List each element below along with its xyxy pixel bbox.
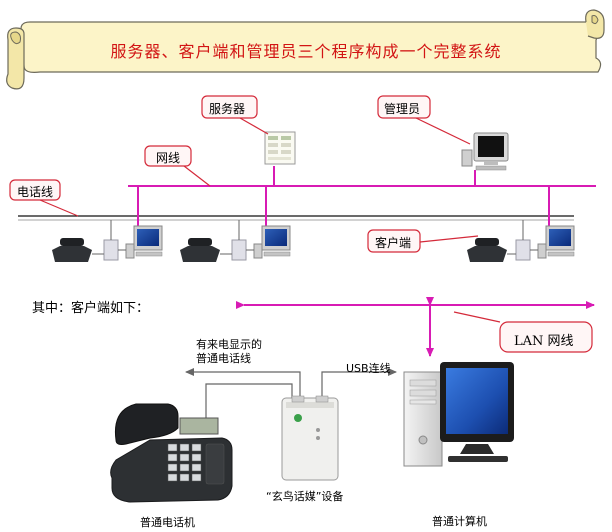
client-group-1 [52, 220, 163, 262]
phone-cord [205, 383, 293, 420]
callout-client [367, 229, 479, 253]
device-label: “玄鸟话媒”设备 [266, 490, 344, 503]
detail-intro: 其中：客户端如下： [32, 301, 150, 316]
phone-label: 普通电话机 [140, 516, 195, 529]
server-label: 服务器 [209, 102, 246, 116]
callout-admin [377, 95, 471, 145]
admin-computer-icon [461, 132, 509, 171]
phone-line-label: 电话线 [17, 185, 54, 199]
server-icon [264, 131, 296, 165]
banner-title: 服务器、客户端和管理员三个程序构成一个完整系统 [110, 42, 502, 61]
caller-id-line-wire [185, 368, 301, 405]
lan-label: LAN 网线 [514, 334, 574, 349]
title-scroll [6, 9, 605, 90]
client-group-3 [467, 220, 575, 262]
caller-id-line-label-2: 普通电话线 [196, 352, 251, 365]
device-icon [281, 395, 339, 481]
callout-lan [453, 311, 593, 353]
computer-label: 普通计算机 [432, 515, 487, 528]
caller-id-line-label-1: 有来电显示的 [196, 338, 262, 351]
computer-icon [403, 362, 514, 467]
usb-cable [321, 368, 397, 400]
network-line-label: 网线 [156, 151, 181, 165]
telephone-icon [110, 403, 233, 503]
client-label: 客户端 [375, 236, 412, 250]
admin-label: 管理员 [384, 102, 421, 116]
callout-server [201, 95, 269, 135]
callout-network-line [144, 145, 211, 187]
client-group-2 [180, 220, 291, 262]
callout-phone-line [9, 179, 79, 217]
network-topology [18, 166, 596, 244]
usb-label: USB连线 [346, 362, 391, 375]
